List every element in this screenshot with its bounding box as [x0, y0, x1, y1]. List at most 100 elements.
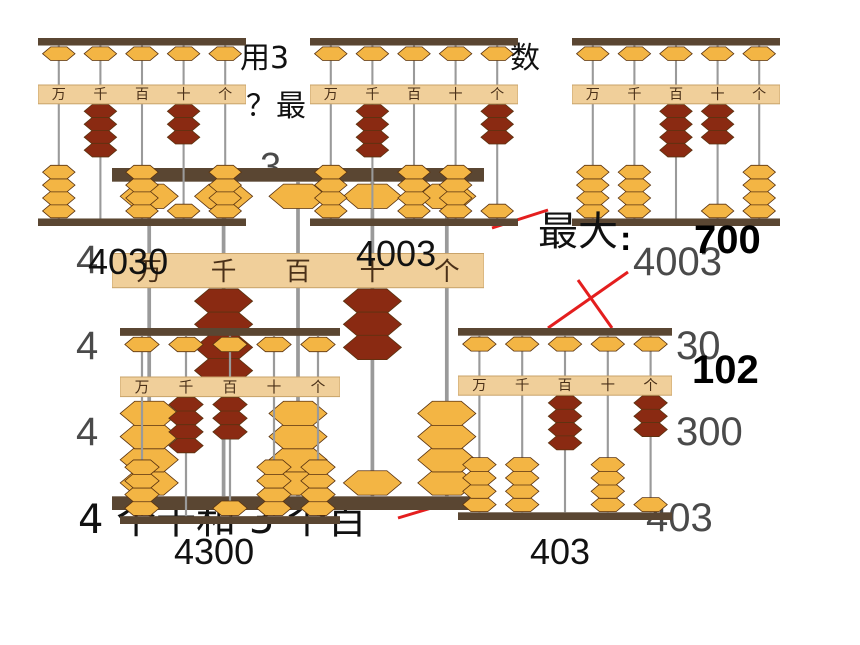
counted-bead	[355, 104, 390, 119]
counted-bead	[212, 424, 248, 440]
counted-bead	[355, 117, 390, 132]
place-value-label: 个	[752, 86, 767, 103]
resting-bead	[41, 164, 76, 180]
bold-number-700: 700	[694, 218, 761, 262]
resting-bead	[633, 497, 668, 513]
resting-bead	[397, 190, 431, 206]
resting-bead	[438, 190, 473, 206]
counted-bead	[355, 129, 390, 145]
resting-bead	[504, 497, 540, 513]
resting-bead	[438, 164, 473, 180]
counted-bead	[547, 435, 583, 451]
resting-bead	[212, 500, 248, 516]
resting-bead	[268, 400, 328, 427]
resting-bead	[125, 203, 159, 219]
abacus-frame-bottom	[310, 218, 518, 226]
resting-bead	[590, 470, 626, 486]
place-value-label: 万	[323, 86, 338, 103]
upper-bead	[355, 46, 390, 61]
resting-bead	[313, 164, 348, 180]
place-value-label: 十	[176, 86, 191, 103]
upper-bead	[480, 46, 515, 61]
place-value-label: 百	[668, 86, 684, 103]
caption-4030: 4030	[88, 241, 169, 282]
upper-bead	[300, 336, 336, 353]
resting-bead	[480, 203, 515, 219]
upper-bead	[208, 46, 243, 61]
counted-bead	[659, 142, 693, 158]
resting-bead	[300, 486, 336, 503]
counted-bead	[480, 129, 515, 145]
abacus-4030: 万千百十个	[37, 38, 247, 226]
upper-bead	[397, 46, 431, 61]
upper-bead	[700, 46, 735, 61]
counted-bead	[168, 438, 204, 454]
counted-bead	[212, 396, 248, 413]
counted-bead	[633, 395, 668, 411]
caption-403: 403	[530, 531, 591, 572]
resting-bead	[41, 177, 76, 193]
match-line	[547, 270, 629, 330]
resting-bead	[313, 177, 348, 193]
counted-bead	[547, 408, 583, 424]
place-value-label: 个	[643, 377, 658, 394]
counted-bead	[633, 408, 668, 424]
abacus-frame-bottom	[120, 516, 340, 524]
right-number-4003: 4003	[633, 240, 722, 284]
place-value-label: 个	[310, 378, 326, 396]
resting-bead	[590, 497, 626, 513]
bold-number-102: 102	[692, 348, 759, 392]
counted-bead	[342, 334, 403, 361]
upper-bead	[125, 46, 159, 61]
abacus-frame-top	[310, 38, 518, 46]
resting-bead	[462, 483, 497, 499]
resting-bead	[124, 486, 160, 503]
question-line2: ？最	[246, 89, 306, 124]
abacus-0430: 万千百十个	[571, 38, 781, 226]
counted-bead	[659, 117, 693, 132]
abacus-frame-bottom	[112, 496, 484, 510]
counted-bead	[700, 117, 735, 132]
resting-bead	[342, 470, 403, 496]
resting-bead	[313, 203, 348, 219]
place-value-label: 十	[448, 86, 463, 103]
counted-bead	[166, 117, 201, 132]
resting-bead	[256, 500, 292, 516]
upper-bead	[742, 46, 777, 61]
place-value-label: 百	[134, 86, 150, 103]
counted-bead	[480, 117, 515, 132]
resting-bead	[417, 400, 477, 427]
abacus-frame-top	[572, 38, 780, 46]
abacus-frame-top	[120, 328, 340, 336]
resting-bead	[742, 203, 777, 219]
counted-bead	[168, 396, 204, 413]
place-value-label: 个	[433, 257, 460, 288]
counted-bead	[342, 311, 403, 337]
upper-bead	[438, 46, 473, 61]
counted-bead	[166, 104, 201, 119]
resting-bead	[617, 203, 652, 219]
counted-bead	[168, 410, 204, 426]
counted-bead	[633, 422, 668, 437]
resting-bead	[208, 177, 243, 193]
resting-bead	[504, 483, 540, 499]
resting-bead	[208, 190, 243, 206]
place-value-label: 百	[557, 377, 573, 394]
resting-bead	[504, 470, 540, 486]
match-line	[576, 279, 614, 329]
upper-bead	[575, 46, 610, 61]
upper-bead	[212, 336, 248, 353]
resting-bead	[575, 177, 610, 193]
upper-bead	[617, 46, 652, 61]
place-value-label: 万	[134, 378, 150, 396]
place-value-label: 千	[178, 378, 194, 396]
resting-bead	[617, 190, 652, 206]
place-value-label: 百	[406, 86, 422, 103]
resting-bead	[300, 500, 336, 516]
right-number-300: 300	[676, 410, 743, 454]
upper-bead	[462, 336, 497, 352]
resting-bead	[438, 177, 473, 193]
resting-bead	[256, 459, 292, 475]
left-digit-3: 4	[76, 410, 99, 454]
counted-bead	[168, 424, 204, 440]
